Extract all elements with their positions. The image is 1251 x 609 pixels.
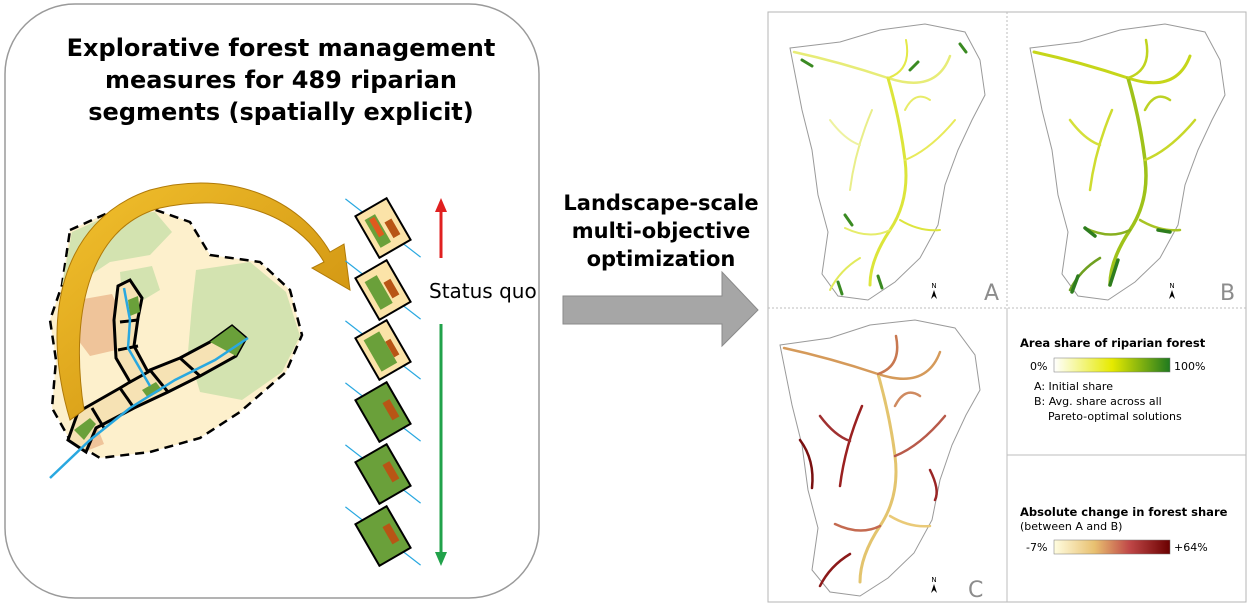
legend-change-min: -7% — [1026, 541, 1047, 554]
down-arrow-icon — [435, 324, 447, 566]
legend-change-max: +64% — [1174, 541, 1208, 554]
legend-absolute-change: Absolute change in forest share (between… — [1020, 505, 1228, 555]
measure-tile — [345, 504, 421, 568]
panel-title-line-1: Explorative forest management — [67, 34, 496, 62]
legend-change-subtitle: (between A and B) — [1020, 520, 1122, 533]
legend-forest-max: 100% — [1174, 360, 1205, 373]
legend-forest-title: Area share of riparian forest — [1020, 336, 1206, 350]
map-b-label: B — [1220, 281, 1235, 306]
legend-forest-share: Area share of riparian forest 0% 100% A:… — [1020, 336, 1206, 423]
up-arrow-icon — [435, 198, 447, 258]
optimization-label-line-3: optimization — [587, 247, 736, 271]
measure-tile — [345, 258, 421, 322]
north-arrow-icon: N — [1169, 282, 1174, 290]
legend-change-title: Absolute change in forest share — [1020, 505, 1228, 519]
legend-forest-scale — [1053, 357, 1171, 373]
measure-tile — [345, 442, 421, 506]
optimization-label-line-2: multi-objective — [572, 219, 751, 243]
optimization-label-line-1: Landscape-scale — [563, 191, 758, 215]
legend-change-scale — [1053, 539, 1171, 555]
measure-tiles — [345, 196, 421, 568]
north-arrow-icon: N — [931, 576, 936, 584]
north-arrow-icon: N — [931, 282, 936, 290]
optimization-step: Landscape-scale multi-objective optimiza… — [562, 191, 759, 348]
map-a-label: A — [984, 281, 999, 306]
panel-title-line-2: measures for 489 riparian — [105, 66, 457, 94]
left-panel: Explorative forest management measures f… — [4, 3, 540, 599]
process-arrow-icon — [562, 270, 759, 348]
landscape-illustration — [48, 206, 304, 479]
measure-tile — [345, 380, 421, 444]
map-c-label: C — [968, 578, 983, 603]
panel-title-line-3: segments (spatially explicit) — [88, 98, 474, 126]
measure-tile — [345, 318, 421, 382]
map-panel: N A — [767, 11, 1247, 603]
map-b: N B — [1029, 23, 1235, 306]
map-a: N A — [789, 23, 999, 306]
legend-note-b-line-2: Pareto-optimal solutions — [1048, 410, 1182, 423]
curved-arrow-icon — [56, 182, 351, 421]
legend-note-a: A: Initial share — [1034, 380, 1113, 393]
legend-forest-min: 0% — [1030, 360, 1047, 373]
status-quo-label: Status quo — [429, 279, 537, 303]
legend-note-b-line-1: B: Avg. share across all — [1034, 395, 1162, 408]
map-c: N C — [779, 319, 983, 603]
measure-tile — [345, 196, 421, 260]
